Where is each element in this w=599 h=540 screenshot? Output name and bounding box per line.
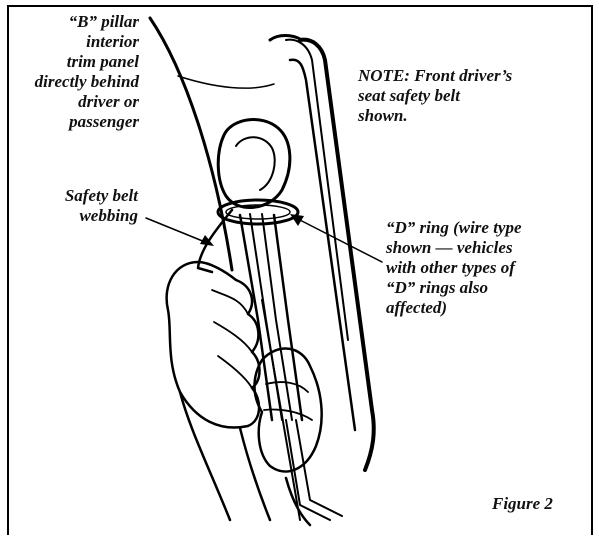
leader-d-ring-arrow	[290, 214, 304, 226]
left-finger-1	[212, 290, 248, 314]
webbing-label: Safety belt webbing	[12, 186, 138, 226]
left-wrist	[180, 392, 230, 520]
leader-d-ring	[296, 218, 382, 262]
leader-b-pillar	[178, 76, 274, 88]
pillar-trim-inner	[286, 40, 348, 340]
d-ring-inner	[236, 137, 275, 190]
d-ring-housing	[218, 120, 290, 208]
note-label: NOTE: Front driver’s seat safety belt sh…	[358, 66, 558, 126]
left-finger-3	[218, 356, 252, 388]
left-wrist-2	[240, 428, 270, 520]
d-ring-label: “D” ring (wire type shown — vehicles wit…	[386, 218, 586, 318]
figure-number-label: Figure 2	[492, 494, 582, 514]
pillar-trim-right	[290, 60, 355, 430]
b-pillar-label: “B” pillar interior trim panel directly …	[12, 12, 139, 132]
left-finger-2	[214, 322, 252, 352]
leader-webbing	[146, 218, 210, 244]
